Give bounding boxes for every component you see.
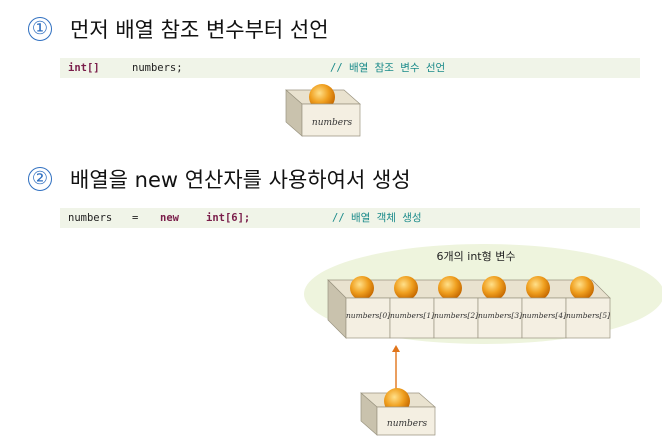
box2-label: numbers — [387, 419, 428, 429]
array-cell-ball — [350, 276, 374, 300]
array-cell — [521, 297, 567, 339]
array-cell-label: numbers[2] — [434, 311, 478, 320]
code2-expr: int[6]; — [206, 212, 251, 224]
array-cell-ball — [438, 276, 462, 300]
array-cell-ball — [394, 276, 418, 300]
step-1-number: ① — [28, 17, 52, 41]
array-diagram: 6개의 int형 변수 numbers[0]numbers[1]numbers[… — [304, 244, 662, 344]
step-2-title: 배열을 new 연산자를 사용하여서 생성 — [70, 168, 411, 192]
array-cell-ball — [482, 276, 506, 300]
code1-name: numbers; — [132, 62, 183, 74]
box1-label: numbers — [312, 118, 353, 128]
code-line-2: numbers = new int[6]; // 배열 객체 생성 — [60, 208, 640, 228]
box1-ball — [309, 84, 335, 110]
code1-type: int[] — [68, 62, 100, 74]
code2-comment: // 배열 객체 생성 — [332, 212, 422, 224]
array-caption: 6개의 int형 변수 — [437, 250, 516, 263]
box1-shape — [285, 84, 361, 137]
array-cell — [477, 297, 523, 339]
reference-box-1: numbers — [285, 84, 361, 137]
step-2-heading: ② 배열을 new 연산자를 사용하여서 생성 — [28, 164, 411, 194]
reference-arrow — [392, 345, 400, 392]
reference-box-2: numbers — [360, 388, 436, 436]
box2-shape — [360, 388, 436, 436]
array-cell-label: numbers[0] — [346, 311, 390, 320]
code-line-1: int[] numbers; // 배열 참조 변수 선언 — [60, 58, 640, 78]
code2-new: new — [160, 212, 179, 224]
array-cell — [565, 297, 611, 339]
code2-eq: = — [132, 212, 139, 224]
step-2-number: ② — [28, 167, 52, 191]
array-cells: numbers[0]numbers[1]numbers[2]numbers[3]… — [327, 276, 611, 339]
array-cell-label: numbers[1] — [390, 311, 434, 320]
array-cell-label: numbers[3] — [478, 311, 522, 320]
array-cell-ball — [570, 276, 594, 300]
step-1-title: 먼저 배열 참조 변수부터 선언 — [70, 18, 329, 42]
array-cell-label: numbers[5] — [566, 311, 610, 320]
code2-name: numbers — [68, 212, 113, 224]
step-1-heading: ① 먼저 배열 참조 변수부터 선언 — [28, 14, 329, 44]
array-cell-label: numbers[4] — [522, 311, 566, 320]
array-cell-ball — [526, 276, 550, 300]
code1-comment: // 배열 참조 변수 선언 — [330, 62, 446, 74]
